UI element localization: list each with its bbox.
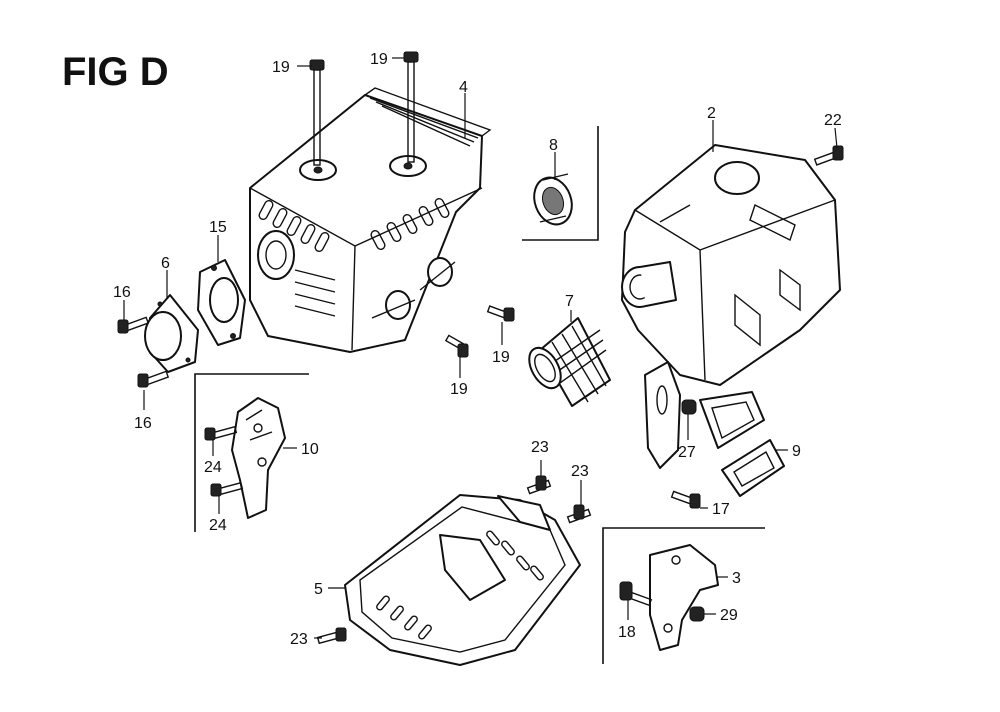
figure-title: FIG D xyxy=(62,50,169,94)
callout-7: 7 xyxy=(565,293,574,310)
part-10-bracket[interactable] xyxy=(231,397,286,519)
callout-19-d: 19 xyxy=(450,381,468,398)
callout-5: 5 xyxy=(314,581,323,598)
callout-3: 3 xyxy=(732,570,741,587)
callout-24-b: 24 xyxy=(209,517,227,534)
part-3-stay[interactable] xyxy=(649,544,719,651)
callout-labels: 19 19 4 8 2 22 15 6 16 16 7 19 19 10 24 … xyxy=(113,51,842,648)
bolt-17[interactable] xyxy=(670,490,701,509)
nut-29[interactable] xyxy=(689,606,705,622)
callout-4: 4 xyxy=(459,79,468,96)
part-9-gasket[interactable] xyxy=(699,391,785,497)
callout-27: 27 xyxy=(678,444,696,461)
bolt-16-a[interactable] xyxy=(117,316,150,334)
callout-24-a: 24 xyxy=(204,459,222,476)
callout-23-c: 23 xyxy=(290,631,308,648)
callout-29: 29 xyxy=(720,607,738,624)
leader-lines xyxy=(123,57,838,639)
callout-18: 18 xyxy=(618,624,636,641)
bolt-16-b[interactable] xyxy=(137,370,170,388)
bolt-22[interactable] xyxy=(813,145,844,166)
bolt-19-d[interactable] xyxy=(444,334,469,358)
bolt-19-c[interactable] xyxy=(486,305,515,322)
part-5-protector[interactable] xyxy=(344,494,581,666)
part-4-air-cleaner-cover[interactable] xyxy=(249,87,492,353)
callout-2: 2 xyxy=(707,105,716,122)
callout-23-a: 23 xyxy=(531,439,549,456)
callout-6: 6 xyxy=(161,255,170,272)
callout-16-a: 16 xyxy=(113,284,131,301)
part-7-screen[interactable] xyxy=(523,317,611,407)
muffler-stay[interactable] xyxy=(644,361,681,469)
callout-19-a: 19 xyxy=(272,59,290,76)
part-2-muffler[interactable] xyxy=(621,144,841,386)
section-borders xyxy=(194,126,765,664)
bolt-23-b[interactable] xyxy=(566,504,592,524)
part-6-cap[interactable] xyxy=(144,294,199,373)
callout-9: 9 xyxy=(792,443,801,460)
bolt-23-a[interactable] xyxy=(526,475,552,495)
callout-10: 10 xyxy=(301,441,319,458)
bolts xyxy=(117,51,844,645)
nut-27[interactable] xyxy=(681,399,697,415)
callout-17: 17 xyxy=(712,501,730,518)
callout-16-b: 16 xyxy=(134,415,152,432)
part-8-plug[interactable] xyxy=(528,172,578,229)
callout-8: 8 xyxy=(549,137,558,154)
bolt-23-c[interactable] xyxy=(316,627,347,645)
bolt-19-a[interactable] xyxy=(309,59,325,166)
callout-15: 15 xyxy=(209,219,227,236)
callout-23-b: 23 xyxy=(571,463,589,480)
bolt-24-b[interactable] xyxy=(210,481,244,497)
callout-22: 22 xyxy=(824,112,842,129)
part-15-gasket[interactable] xyxy=(197,259,246,346)
bolt-18[interactable] xyxy=(619,581,653,607)
bolt-24-a[interactable] xyxy=(204,425,238,441)
callout-19-b: 19 xyxy=(370,51,388,68)
bolt-19-b[interactable] xyxy=(403,51,419,163)
callout-19-c: 19 xyxy=(492,349,510,366)
